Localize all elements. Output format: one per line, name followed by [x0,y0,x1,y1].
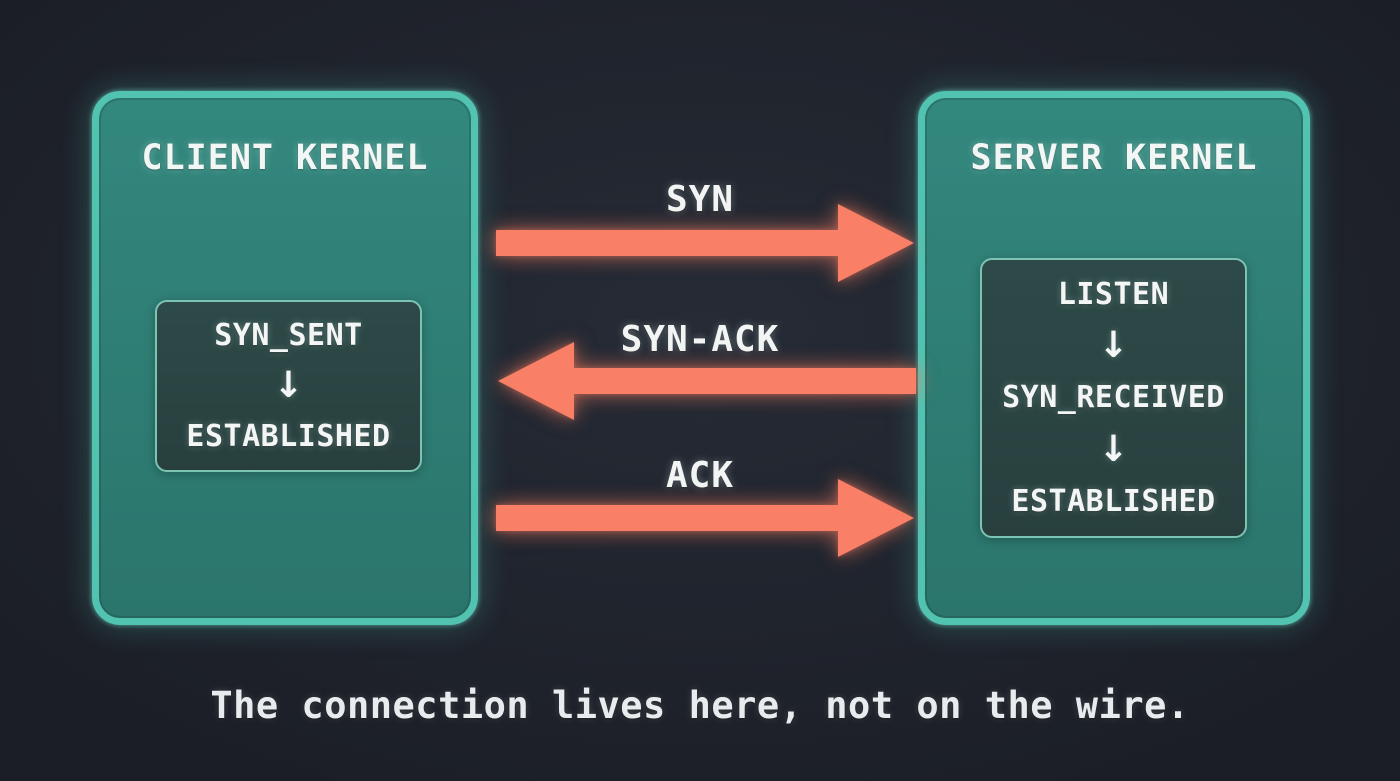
state-established-server: ESTABLISHED [1011,483,1216,519]
down-arrow-icon: ↓ [1098,428,1129,470]
state-listen: LISTEN [1057,277,1170,313]
syn-ack-arrow-icon [498,342,916,420]
ack-label: ACK [665,455,735,496]
ack-arrow-icon [496,479,914,557]
state-syn-sent: SYN_SENT [214,318,363,353]
server-state-box: LISTEN ↓ SYN_RECEIVED ↓ ESTABLISHED [980,258,1247,538]
syn-ack-label: SYN-ACK [620,319,780,360]
caption-text: The connection lives here, not on the wi… [210,684,1190,727]
state-syn-received: SYN_RECEIVED [1002,380,1225,416]
down-arrow-icon: ↓ [273,365,304,406]
server-kernel-panel: SERVER KERNEL LISTEN ↓ SYN_RECEIVED ↓ ES… [918,91,1310,625]
client-kernel-panel: CLIENT KERNEL SYN_SENT ↓ ESTABLISHED [92,91,478,625]
syn-arrow-icon [496,204,914,282]
client-kernel-title: CLIENT KERNEL [141,138,429,178]
syn-label: SYN [665,179,735,220]
client-state-box: SYN_SENT ↓ ESTABLISHED [155,300,422,472]
down-arrow-icon: ↓ [1098,325,1129,367]
server-kernel-title: SERVER KERNEL [970,138,1258,178]
state-established-client: ESTABLISHED [186,419,391,454]
